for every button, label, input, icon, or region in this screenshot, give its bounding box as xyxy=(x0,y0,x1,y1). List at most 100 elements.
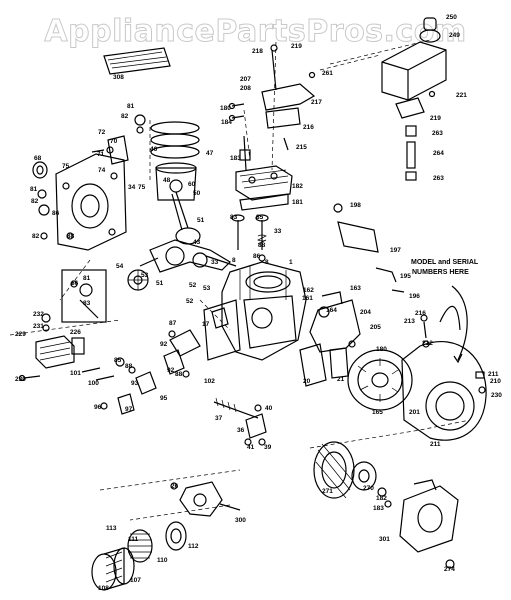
part-label: 216 xyxy=(303,124,314,131)
watermark-logo: AppliancePartsPros.com xyxy=(44,14,467,50)
part-label: 184 xyxy=(221,119,232,126)
part-label: 308 xyxy=(113,74,124,81)
part-label: 26 xyxy=(171,483,179,490)
part-label: 82 xyxy=(121,113,129,120)
part-label: 47 xyxy=(206,150,214,157)
part-label: 182 xyxy=(292,183,303,190)
part-label: 161 xyxy=(302,295,313,302)
part-label: 92 xyxy=(160,341,168,348)
part-107-air-filter xyxy=(91,547,135,591)
part-label: 197 xyxy=(390,247,401,254)
part-label: 85 xyxy=(114,357,122,364)
part-label: 204 xyxy=(360,309,371,316)
part-label: 217 xyxy=(311,99,322,106)
part-219-bracket xyxy=(395,97,425,181)
part-label: 34 xyxy=(128,184,136,191)
part-label: 207 xyxy=(240,76,251,83)
part-label: 211 xyxy=(488,371,499,378)
part-label: 213 xyxy=(404,318,415,325)
valves-and-springs xyxy=(231,214,269,262)
part-label: 250 xyxy=(446,14,457,21)
part-label: 108 xyxy=(98,585,109,592)
part-label: 229 xyxy=(15,331,26,338)
part-label: 50 xyxy=(193,190,201,197)
part-label: 51 xyxy=(156,280,164,287)
part-label: 300 xyxy=(235,517,246,524)
model-serial-arrow xyxy=(451,285,468,364)
part-label: 219 xyxy=(291,43,302,50)
parts-101-100-lever xyxy=(81,357,157,395)
part-label: 95 xyxy=(160,395,168,402)
part-label: 20 xyxy=(303,378,311,385)
part-label: 208 xyxy=(240,85,251,92)
part-label: 36 xyxy=(237,427,245,434)
part-label: 86 xyxy=(253,253,261,260)
inset-gear-box xyxy=(61,269,107,323)
parts-72-70-71-breather xyxy=(91,114,146,165)
part-label: 212 xyxy=(422,340,433,347)
part-label: 52 xyxy=(189,282,197,289)
part-label: 263 xyxy=(432,130,443,137)
part-label: 87 xyxy=(169,320,177,327)
part-label: 198 xyxy=(350,202,361,209)
part-label: 83 xyxy=(83,300,91,307)
part-201-blower-housing xyxy=(401,305,487,441)
part-label: 52 xyxy=(186,298,194,305)
part-label: 180 xyxy=(220,105,231,112)
part-label: 264 xyxy=(433,150,444,157)
part-label: 211 xyxy=(430,441,441,448)
part-197-deflector xyxy=(333,203,405,293)
part-249-fuel-tank xyxy=(381,17,447,101)
part-label: 111 xyxy=(128,536,139,543)
part-label: 102 xyxy=(204,378,215,385)
part-label: 1 xyxy=(289,259,293,266)
part-label: 270 xyxy=(363,485,374,492)
part-label: 85 xyxy=(256,214,264,221)
part-label: 97 xyxy=(125,406,133,413)
part-label: 68 xyxy=(34,155,42,162)
part-label: 163 xyxy=(350,285,361,292)
part-308-gasket xyxy=(103,47,171,75)
part-label: 215 xyxy=(296,144,307,151)
part-label: 53 xyxy=(203,285,211,292)
part-label: 88 xyxy=(258,242,266,249)
part-300-carburetor xyxy=(170,481,241,517)
part-label: 230 xyxy=(15,376,26,383)
part-label: 75 xyxy=(62,163,70,170)
part-37-governor-rod xyxy=(213,397,267,446)
model-serial-note-line1: MODEL and SERIAL xyxy=(411,259,479,266)
part-label: 71 xyxy=(97,151,105,158)
part-label: 232 xyxy=(33,311,44,318)
part-label: 75 xyxy=(138,184,146,191)
part-label: 83 xyxy=(230,214,238,221)
part-46-piston-rings xyxy=(150,121,200,201)
part-label: 183 xyxy=(230,155,241,162)
part-label: 60 xyxy=(188,181,196,188)
part-label: 181 xyxy=(292,199,303,206)
part-label: 21 xyxy=(337,376,345,383)
part-label: 88 xyxy=(175,371,183,378)
part-label: 261 xyxy=(322,70,333,77)
part-68-oil-seal xyxy=(32,161,48,179)
part-270-pulley xyxy=(351,461,392,508)
part-label: 72 xyxy=(98,129,106,136)
part-label: 274 xyxy=(444,566,455,573)
part-1-cylinder-block xyxy=(203,261,307,361)
part-label: 249 xyxy=(449,32,460,39)
part-label: 183 xyxy=(373,505,384,512)
part-label: 37 xyxy=(215,415,223,422)
parts-213-212-bolts xyxy=(420,314,430,348)
part-271-starter-cup xyxy=(313,441,355,499)
part-label: 301 xyxy=(379,536,390,543)
part-label: 180 xyxy=(376,346,387,353)
part-43-crankshaft xyxy=(139,239,237,273)
part-label: 93 xyxy=(131,380,139,387)
part-54-cam-gear xyxy=(127,269,149,291)
part-label: 96 xyxy=(94,404,102,411)
part-label: 88 xyxy=(67,233,75,240)
part-label: 221 xyxy=(456,92,467,99)
part-label: 33 xyxy=(211,259,219,266)
